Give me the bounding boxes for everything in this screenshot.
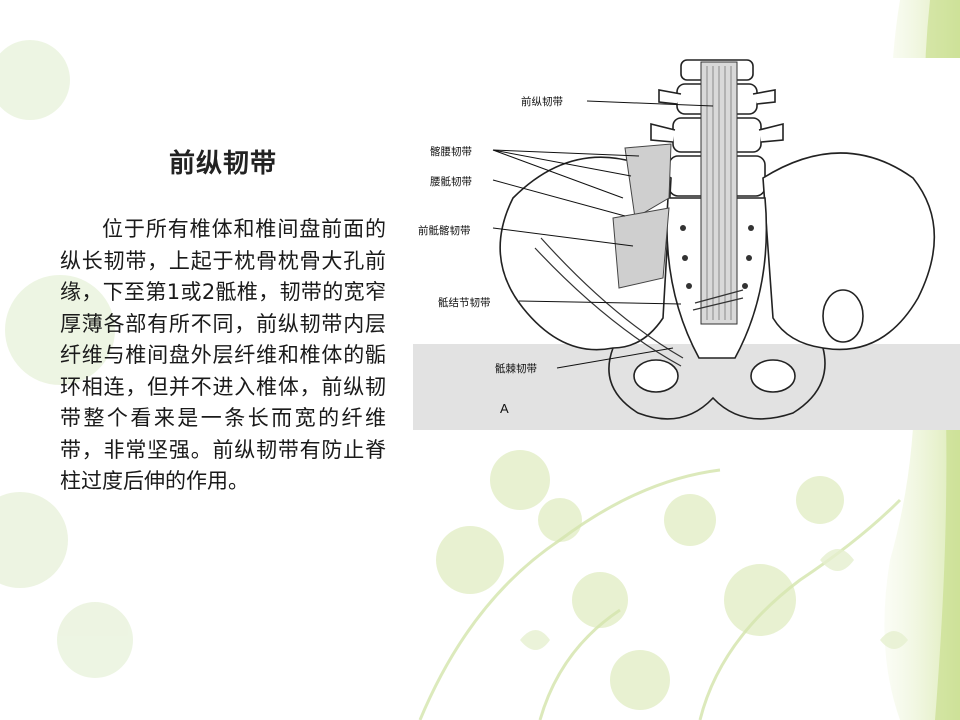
figure-panel-letter: A bbox=[500, 401, 509, 416]
label-lumbosacral-ligament: 腰骶韧带 bbox=[430, 176, 472, 188]
label-sacrotuberous-ligament: 骶结节韧带 bbox=[438, 297, 491, 309]
slide-body-text: 位于所有椎体和椎间盘前面的纵长韧带，上起于枕骨枕骨大孔前缘，下至第1或2骶椎，韧… bbox=[60, 217, 386, 493]
label-iliolumbar-ligament: 髂腰韧带 bbox=[430, 146, 472, 158]
slide-title: 前纵韧带 bbox=[168, 149, 277, 179]
label-sacrospinous-ligament: 骶棘韧带 bbox=[495, 363, 537, 375]
pelvis-illustration bbox=[413, 58, 960, 430]
label-anterior-sacroiliac-ligament: 前骶髂韧带 bbox=[418, 225, 471, 237]
label-anterior-longitudinal-ligament: 前纵韧带 bbox=[521, 96, 563, 108]
pelvis-ligament-diagram: 前纵韧带 髂腰韧带 腰骶韧带 前骶髂韧带 骶结节韧带 骶棘韧带 A bbox=[413, 58, 960, 430]
